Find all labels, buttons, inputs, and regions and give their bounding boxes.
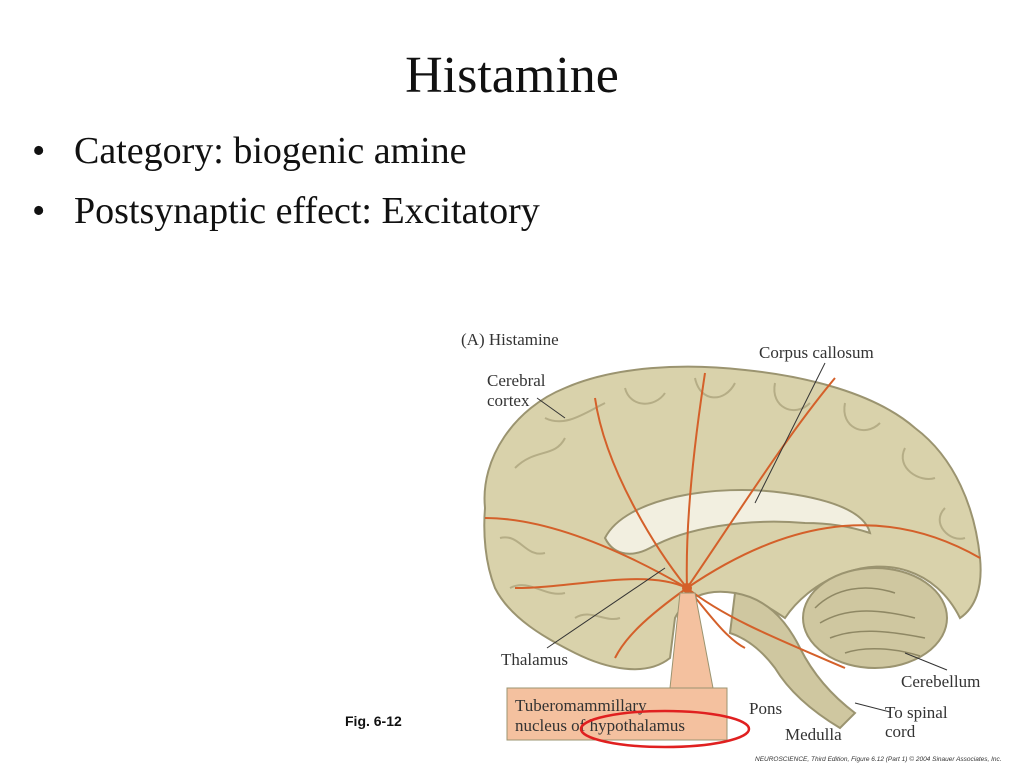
- label-thalamus: Thalamus: [501, 650, 568, 669]
- gyri-folds: [499, 377, 966, 621]
- brain-figure: (A) Histamine Corpus callosum Cerebral c…: [455, 318, 1024, 768]
- corpus-callosum-shape: [603, 489, 872, 555]
- label-cerebral-cortex-line2: cortex: [487, 391, 530, 410]
- bullet-list: • Category: biogenic amine • Postsynapti…: [30, 128, 540, 248]
- label-pons: Pons: [749, 699, 782, 718]
- label-pointer-lines: [536, 362, 948, 713]
- slide-title: Histamine: [405, 47, 619, 104]
- tuberomammillary-nucleus-dot: [682, 583, 692, 593]
- bullet-text: Category: biogenic amine: [74, 130, 467, 172]
- bullet-item: • Postsynaptic effect: Excitatory: [30, 188, 540, 234]
- label-medulla: Medulla: [785, 725, 842, 744]
- bullet-dot-icon: •: [32, 130, 46, 172]
- hypothalamus-highlight-circle: [579, 709, 751, 749]
- brainstem-shape: [728, 591, 857, 730]
- label-cerebellum: Cerebellum: [901, 672, 980, 691]
- label-spinal-cord-line1: To spinal: [885, 703, 948, 722]
- cerebellum-folia: [814, 587, 926, 657]
- panel-label: (A) Histamine: [461, 330, 559, 349]
- label-nucleus-line1: Tuberomammillary: [515, 696, 647, 715]
- figure-credit: NEUROSCIENCE, Third Edition, Figure 6.12…: [755, 755, 1002, 763]
- bullet-text: Postsynaptic effect: Excitatory: [74, 190, 540, 232]
- label-nucleus-line2: nucleus of hypothalamus: [515, 716, 685, 735]
- label-cerebral-cortex-line1: Cerebral: [487, 371, 546, 390]
- figure-caption: Fig. 6-12: [345, 713, 402, 729]
- histamine-pathways: [484, 372, 981, 669]
- cerebellum-shape: [802, 567, 948, 669]
- bullet-dot-icon: •: [32, 190, 46, 232]
- label-spinal-cord-line2: cord: [885, 722, 916, 741]
- bullet-item: • Category: biogenic amine: [30, 128, 540, 174]
- label-corpus-callosum: Corpus callosum: [759, 343, 874, 362]
- brain-diagram: (A) Histamine Corpus callosum Cerebral c…: [461, 330, 1002, 763]
